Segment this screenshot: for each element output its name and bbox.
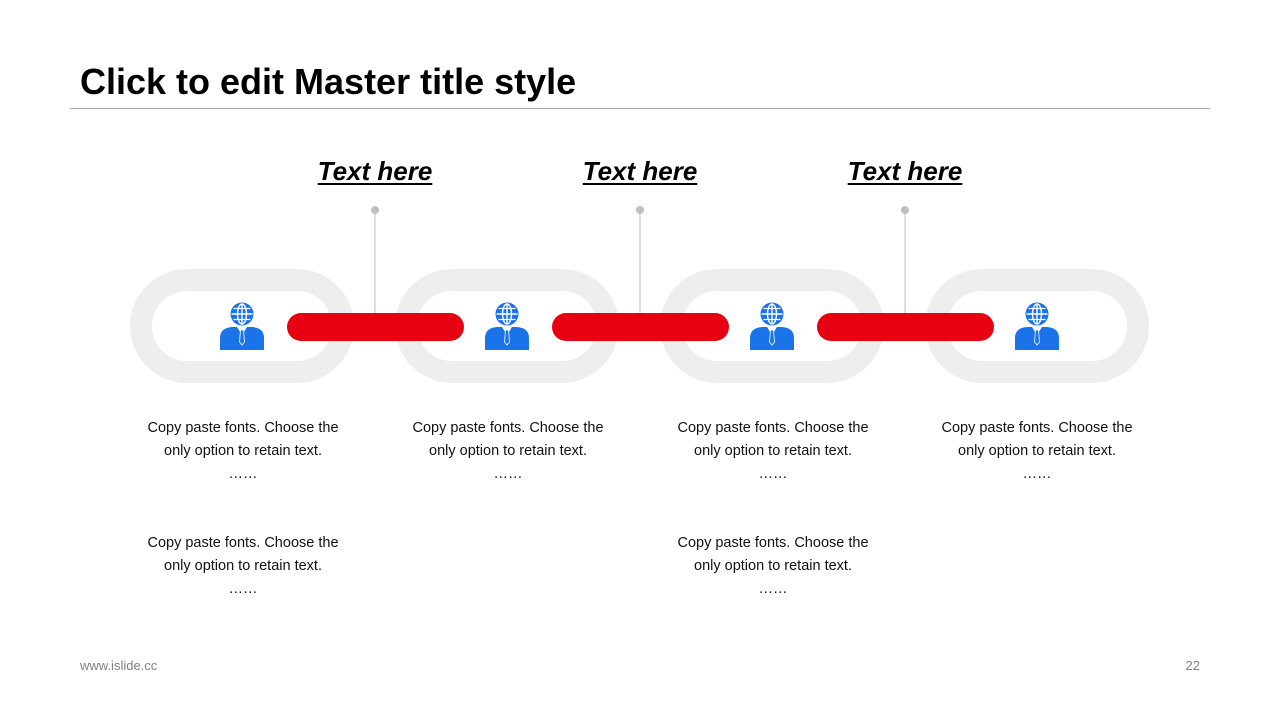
connector-dot-3 [901, 206, 909, 214]
title-divider [70, 108, 1210, 109]
description-ellipsis: …… [1022, 466, 1052, 482]
callout-label-2: Text here [582, 156, 698, 186]
businessman-globe-icon [484, 301, 530, 351]
description-ellipsis: …… [758, 581, 788, 597]
description-block: Copy paste fonts. Choose the only option… [658, 532, 888, 601]
footer-url: www.islide.cc [80, 658, 158, 673]
description-block: Copy paste fonts. Choose the only option… [128, 532, 358, 601]
businessman-globe-icon [1014, 301, 1060, 351]
description-line: Copy paste fonts. Choose the [412, 420, 604, 436]
description-line: Copy paste fonts. Choose the [147, 420, 339, 436]
red-link-2 [552, 313, 729, 341]
description-ellipsis: …… [493, 466, 523, 482]
description-line: only option to retain text. [164, 443, 322, 459]
businessman-globe-icon [749, 301, 795, 351]
red-link-1 [287, 313, 464, 341]
description-block: Copy paste fonts. Choose the only option… [393, 417, 623, 486]
page-number: 22 [1185, 658, 1200, 673]
connector-dot-1 [371, 206, 379, 214]
description-line: only option to retain text. [958, 443, 1116, 459]
callout-label-3: Text here [847, 156, 963, 186]
description-line: Copy paste fonts. Choose the [677, 535, 869, 551]
description-block: Copy paste fonts. Choose the only option… [922, 417, 1152, 486]
description-line: only option to retain text. [429, 443, 587, 459]
description-line: only option to retain text. [164, 558, 322, 574]
description-line: only option to retain text. [694, 558, 852, 574]
description-block: Copy paste fonts. Choose the only option… [128, 417, 358, 486]
connector-dot-2 [636, 206, 644, 214]
description-line: Copy paste fonts. Choose the [677, 420, 869, 436]
description-line: only option to retain text. [694, 443, 852, 459]
description-line: Copy paste fonts. Choose the [147, 535, 339, 551]
businessman-globe-icon [219, 301, 265, 351]
slide-title: Click to edit Master title style [80, 61, 577, 102]
description-ellipsis: …… [228, 466, 258, 482]
description-line: Copy paste fonts. Choose the [941, 420, 1133, 436]
description-block: Copy paste fonts. Choose the only option… [658, 417, 888, 486]
red-link-3 [817, 313, 994, 341]
callout-label-1: Text here [317, 156, 433, 186]
description-ellipsis: …… [758, 466, 788, 482]
description-ellipsis: …… [228, 581, 258, 597]
